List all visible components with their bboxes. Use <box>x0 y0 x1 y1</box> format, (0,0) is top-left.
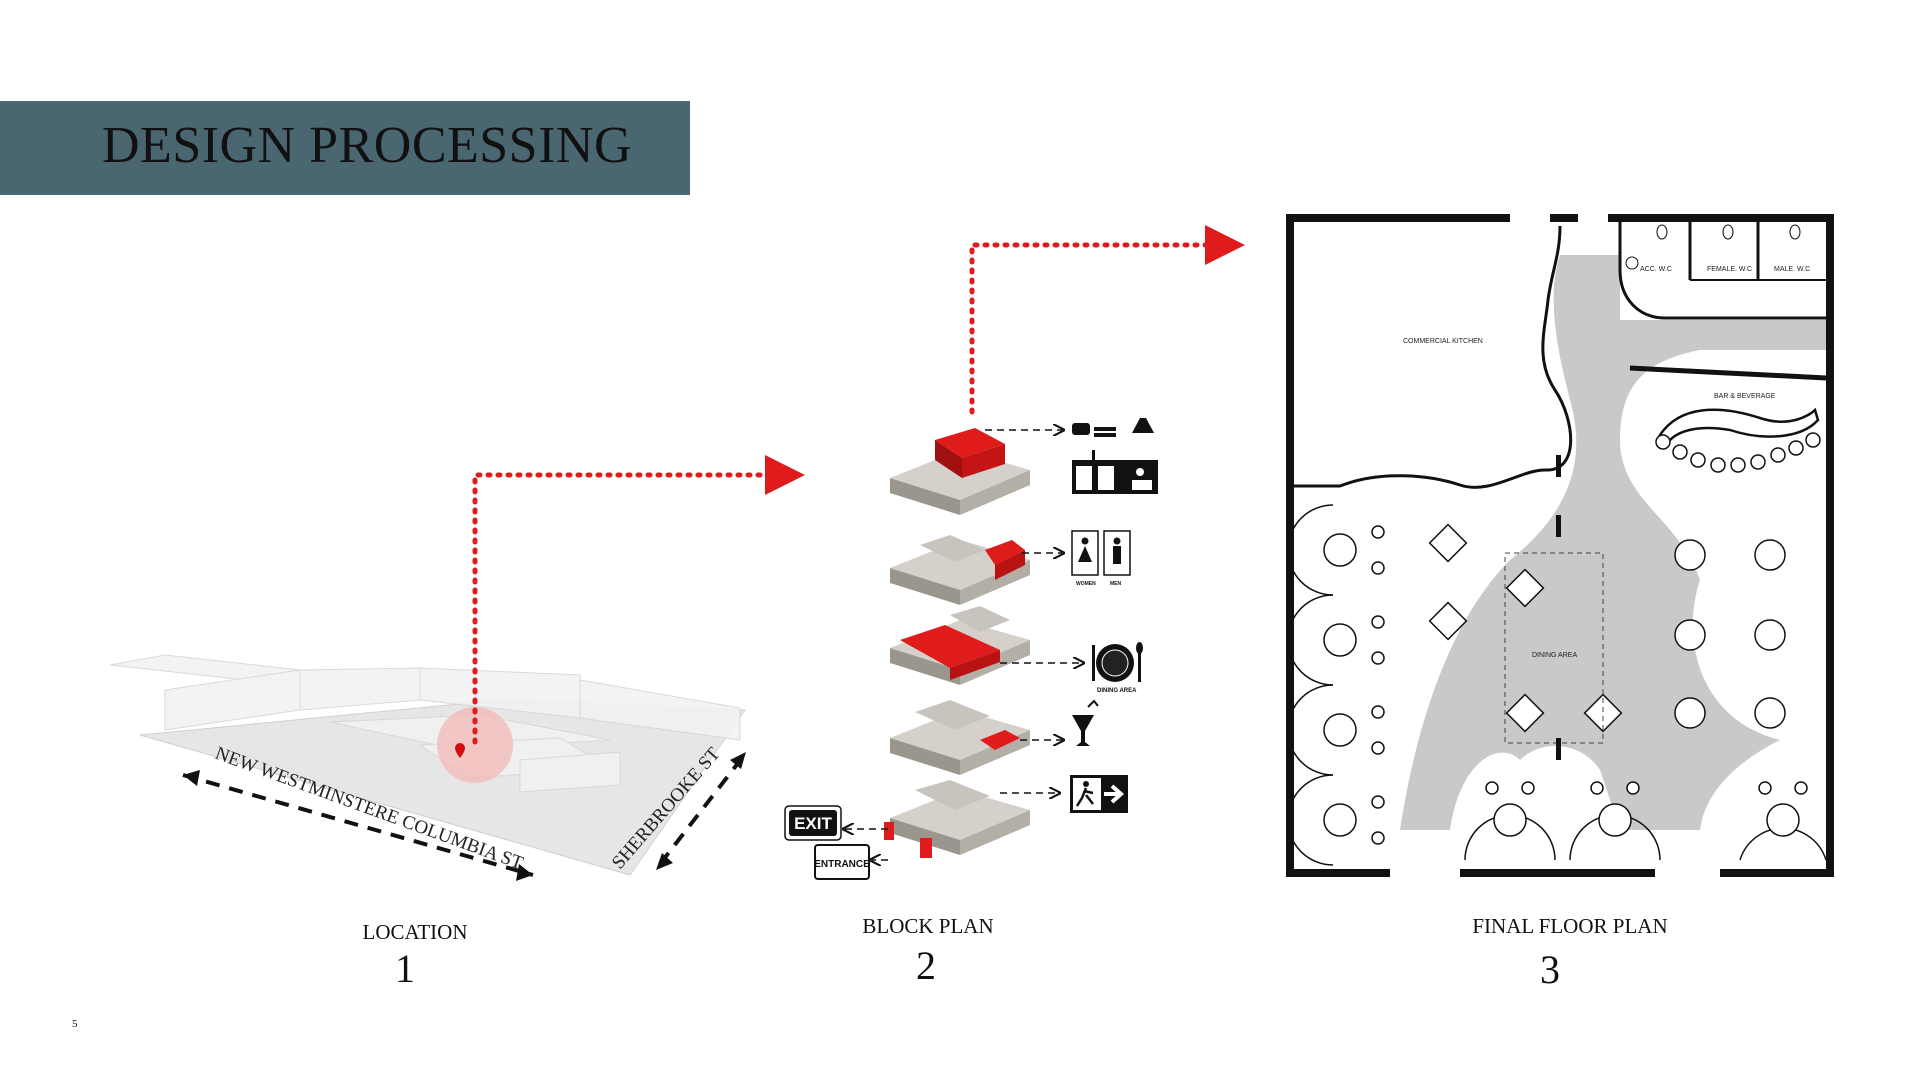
block-level-dining <box>890 606 1030 685</box>
exterior-walls <box>1286 214 1834 877</box>
exit-sign: EXIT <box>784 805 842 841</box>
room-label-bar: BAR & BEVERAGE <box>1714 393 1776 400</box>
bar-counter <box>1658 407 1820 442</box>
kitchen-wall <box>1294 225 1573 489</box>
site-ground <box>139 699 746 876</box>
number-final-floor-plan: 3 <box>1540 947 1560 992</box>
room-label-dining: DINING AREA <box>1532 652 1577 659</box>
location-diagram: NEW WESTMINSTERE COLUMBIA ST SHERBROOKE … <box>109 654 746 881</box>
page-title: DESIGN PROCESSING <box>102 117 633 174</box>
bar-back-counter <box>1629 365 1827 381</box>
toilet-icon <box>1656 224 1668 240</box>
dining-label: DINING AREA <box>1097 688 1137 694</box>
circulation-path <box>1400 255 1830 830</box>
room-label-male-wc: MALE. W.C <box>1774 266 1810 273</box>
entrance-sign-text: ENTRANCE <box>814 859 870 870</box>
block-level-bar <box>890 700 1030 775</box>
toilet-icon <box>1789 224 1801 240</box>
flow-arrow-1 <box>472 455 805 745</box>
room-label-acc-wc: ACC. W.C <box>1640 266 1672 273</box>
entrance-sign: ENTRANCE <box>814 844 870 880</box>
bar-stools <box>1655 432 1821 473</box>
columns <box>1556 455 1561 760</box>
flow-arrow-2 <box>969 225 1245 415</box>
page-number: 5 <box>72 1018 78 1030</box>
caption-block-plan: BLOCK PLAN <box>862 914 994 938</box>
arrow-head-icon <box>730 752 746 769</box>
exit-sign-text: EXIT <box>794 814 832 833</box>
exit-sign-icon <box>1070 775 1128 813</box>
toilet-icon <box>1722 224 1734 240</box>
cocktail-icon <box>1072 699 1099 746</box>
floor-plan: COMMERCIAL KITCHEN ACC. W.C FEMALE. W.C … <box>1286 214 1834 880</box>
arrow-head-icon <box>183 770 200 786</box>
caption-location: LOCATION <box>362 920 468 944</box>
round-tables <box>1674 539 1786 729</box>
site-highlight <box>437 707 513 783</box>
title-band <box>0 101 690 195</box>
kitchen-appliance-icon <box>1072 418 1158 494</box>
block-level-kitchen <box>890 428 1030 515</box>
caption-final-floor-plan: FINAL FLOOR PLAN <box>1472 914 1668 938</box>
booth-seating-left <box>1287 504 1385 866</box>
restroom-wall <box>1618 222 1826 320</box>
women-label: WOMEN <box>1076 581 1096 587</box>
room-label-female-wc: FEMALE. W.C <box>1707 266 1752 273</box>
dining-plate-icon <box>1092 642 1143 682</box>
men-label: MEN <box>1110 581 1122 587</box>
square-tables <box>1428 523 1623 733</box>
number-block-plan: 2 <box>916 943 936 988</box>
block-level-restrooms <box>890 535 1030 605</box>
number-location: 1 <box>395 946 415 991</box>
block-level-entrance <box>884 780 1030 858</box>
dining-zone-outline <box>1504 552 1604 744</box>
arrow-head-icon <box>516 864 533 881</box>
booth-seating-bottom <box>1464 781 1827 861</box>
restroom-icon <box>1071 530 1131 576</box>
block-plan-stack: WOMEN MEN DINING AREA EXIT <box>784 418 1158 880</box>
location-pin-icon <box>455 743 465 758</box>
arrow-head-icon <box>656 853 673 870</box>
room-label-kitchen: COMMERCIAL KITCHEN <box>1403 338 1483 345</box>
sink-icon <box>1625 256 1639 270</box>
street-dimension-main <box>182 773 534 877</box>
